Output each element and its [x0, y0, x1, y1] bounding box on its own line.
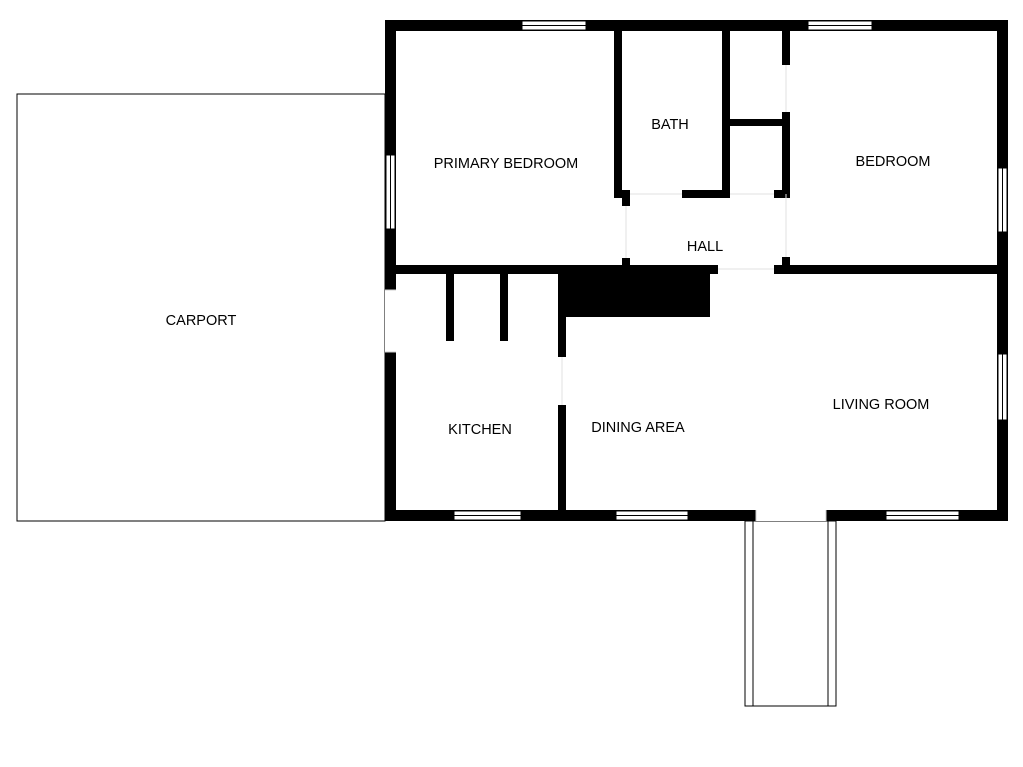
exterior-walls	[385, 20, 1008, 521]
window-left-primary-bedroom	[385, 154, 396, 230]
room-label-bedroom: BEDROOM	[856, 154, 931, 170]
room-label-bath: BATH	[651, 117, 689, 133]
door-jambs	[385, 289, 827, 521]
room-label-primary-bedroom: PRIMARY BEDROOM	[434, 156, 579, 172]
front-walkway	[744, 520, 837, 707]
opening-hints	[561, 65, 787, 405]
room-label-kitchen: KITCHEN	[448, 422, 512, 438]
room-label-carport: CARPORT	[166, 313, 237, 329]
windows	[385, 20, 1008, 521]
interior-walls	[396, 31, 997, 510]
window-right-living-room	[997, 353, 1008, 421]
room-label-living-room: LIVING ROOM	[833, 397, 930, 413]
window-right-bedroom	[997, 167, 1008, 233]
window-bottom-kitchen	[453, 510, 522, 521]
carport-outline	[16, 93, 386, 522]
door-openings	[385, 290, 826, 521]
window-bottom-dining	[615, 510, 689, 521]
room-label-dining-area: DINING AREA	[591, 420, 685, 436]
room-labels: CARPORT PRIMARY BEDROOM BATH BEDROOM HAL…	[166, 117, 931, 438]
window-bottom-living-room	[885, 510, 960, 521]
room-label-hall: HALL	[687, 239, 723, 255]
window-top-bedroom	[807, 20, 873, 31]
window-top-primary-bedroom	[521, 20, 587, 31]
